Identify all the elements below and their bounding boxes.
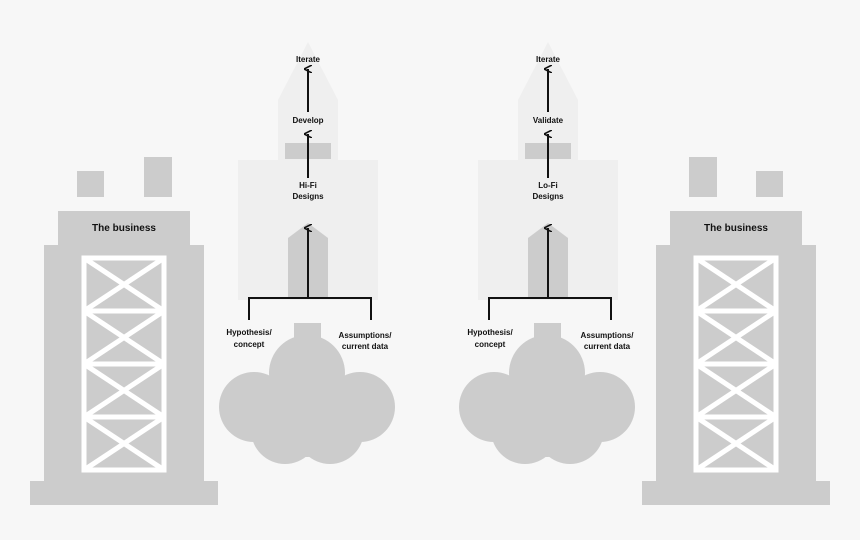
left-tower-top-block (58, 211, 190, 245)
left-tower: The business (30, 157, 218, 505)
left-flow-step-iterate: Iterate (296, 55, 321, 64)
left-flow-input-hypothesis-line2: concept (234, 340, 265, 349)
right-flow-step-iterate: Iterate (536, 55, 561, 64)
left-flow-input-assumptions-line1: Assumptions/ (339, 331, 393, 340)
left-tower-base (30, 481, 218, 505)
left-flow-bracket (248, 297, 372, 320)
left-tower-lattice (81, 255, 167, 473)
right-tower-lattice (693, 255, 779, 473)
right-cloud (459, 323, 635, 464)
left-cloud (219, 323, 395, 464)
right-flow-input-hypothesis-line1: Hypothesis/ (467, 328, 513, 337)
right-tower-chimney-left (689, 157, 717, 197)
right-flow-input-assumptions-line2: current data (584, 342, 631, 351)
right-flow-bracket (488, 297, 612, 320)
right-flow-input-assumptions-line1: Assumptions/ (581, 331, 635, 340)
left-flow-step-design-line1: Hi-Fi (299, 181, 317, 190)
left-flow: Iterate Develop Hi-Fi Designs Hypothesis… (226, 55, 392, 351)
right-tower-base (642, 481, 830, 505)
right-flow-step-design-line2: Designs (532, 192, 564, 201)
right-flow: Iterate Validate Lo-Fi Designs Hypothesi… (467, 55, 634, 351)
right-flow-step-validate: Validate (533, 116, 564, 125)
right-tower-chimney-right (756, 171, 783, 197)
right-tower-label: The business (704, 223, 768, 234)
left-tower-chimney-right (144, 157, 172, 197)
right-tower-top-block (670, 211, 802, 245)
left-tower-chimney-left (77, 171, 104, 197)
right-tower: The business (642, 157, 830, 505)
left-tower-label: The business (92, 223, 156, 234)
right-flow-input-hypothesis-line2: concept (475, 340, 506, 349)
right-flow-step-design-line1: Lo-Fi (538, 181, 558, 190)
left-flow-input-hypothesis-line1: Hypothesis/ (226, 328, 272, 337)
left-flow-step-design-line2: Designs (292, 192, 324, 201)
left-flow-step-develop: Develop (292, 116, 323, 125)
left-flow-input-assumptions-line2: current data (342, 342, 389, 351)
